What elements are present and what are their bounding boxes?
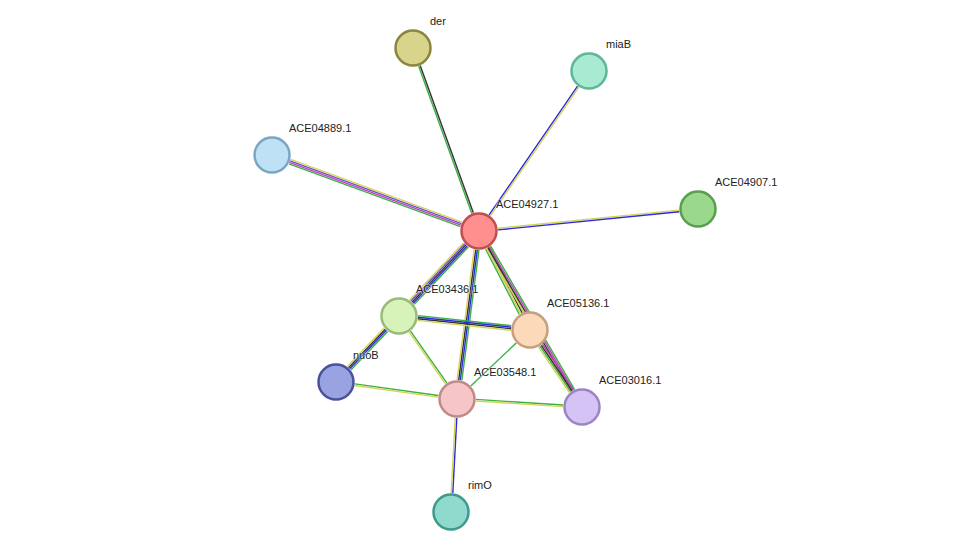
interaction-edge [347,328,387,370]
protein-node: ACE03548.1 [438,380,476,418]
interaction-edge [471,343,516,386]
protein-node: ACE04927.1 [460,212,498,250]
evidence-line [486,249,520,314]
node-label: der [430,15,446,27]
evidence-line [471,343,516,386]
evidence-line [418,320,511,330]
node-circle [317,363,355,401]
evidence-line [420,66,473,213]
node-circle [438,380,476,418]
interaction-edge [489,86,579,216]
protein-node: ACE03016.1 [563,388,601,426]
evidence-line [289,164,460,227]
protein-node: ACE05136.1 [511,311,549,349]
evidence-line [409,332,445,384]
protein-node: ACE04889.1 [253,136,291,174]
node-label: ACE05136.1 [547,297,609,309]
node-label: miaB [606,38,631,50]
protein-node: der [394,29,432,67]
evidence-line [462,250,479,380]
node-label: ACE04907.1 [715,176,777,188]
node-circle [563,388,601,426]
protein-node: miaB [570,52,608,90]
node-circle [511,311,549,349]
evidence-line [476,401,563,407]
evidence-line [451,418,455,493]
node-circle [432,493,470,531]
evidence-line [489,86,577,215]
node-label: ACE04927.1 [496,198,558,210]
node-label: ACE03436.1 [416,283,478,295]
node-label: ACE03016.1 [599,374,661,386]
interaction-edge [410,243,469,305]
evidence-line [290,161,461,224]
node-circle [460,212,498,250]
evidence-line [350,330,387,369]
evidence-line [418,319,511,329]
interaction-edge [476,399,563,406]
evidence-line [490,87,578,216]
node-label: nuoB [353,349,379,361]
interaction-edge [289,159,462,226]
evidence-line [351,331,388,370]
node-circle [679,190,717,228]
evidence-line [355,384,438,396]
evidence-line [541,345,572,391]
evidence-line [355,385,438,397]
protein-node: rimO [432,493,470,531]
evidence-line [459,250,476,380]
node-label: ACE04889.1 [289,122,351,134]
interaction-edge [498,210,679,230]
node-circle [570,52,608,90]
evidence-line [457,250,474,380]
node-circle [380,297,418,335]
evidence-line [498,212,679,230]
node-circle [394,29,432,67]
evidence-line [539,347,570,393]
node-label: ACE03548.1 [474,366,536,378]
interaction-edge [418,316,512,331]
evidence-line [498,210,679,228]
protein-node: nuoB [317,363,355,401]
evidence-line [411,331,447,383]
evidence-line [543,344,574,390]
evidence-line [290,162,461,225]
evidence-line [349,329,386,368]
evidence-line [460,250,477,380]
interaction-edge [355,384,439,397]
interaction-edge [457,250,479,381]
interaction-edge [451,418,457,493]
evidence-line [540,346,571,392]
node-label: rimO [468,479,492,491]
interaction-edge [419,66,474,214]
evidence-line [347,328,384,367]
node-circle [253,136,291,174]
interaction-edge [409,331,447,384]
interaction-edge [539,344,574,392]
protein-node: ACE04907.1 [679,190,717,228]
evidence-line [419,66,472,213]
evidence-line [291,159,462,222]
evidence-line [414,247,468,304]
protein-node: ACE03436.1 [380,297,418,335]
